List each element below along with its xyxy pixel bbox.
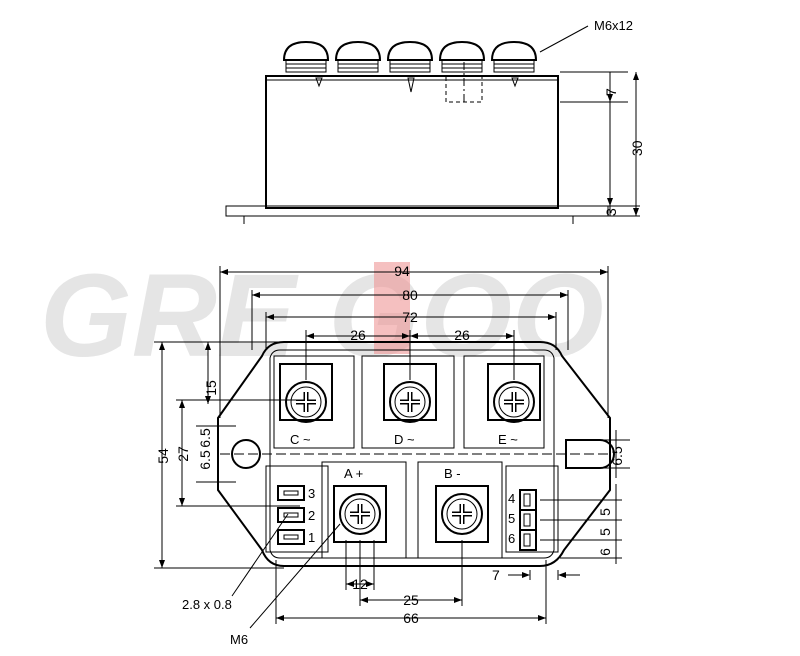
terminal-b-label: B - — [444, 466, 461, 481]
pin-6: 6 — [508, 531, 515, 546]
dim-26-right: 26 — [454, 327, 470, 343]
dim-66: 66 — [403, 610, 419, 626]
screw-label: M6x12 — [594, 18, 633, 33]
callout-thread: M6 — [230, 632, 248, 647]
dimensions: 94 80 72 26 26 54 — [154, 263, 630, 626]
side-view: M6x12 7 30 3 — [225, 18, 645, 224]
terminal-c — [279, 363, 333, 423]
top-view: C ~ D ~ E ~ A + B - 3 2 1 4 5 6 — [154, 263, 630, 647]
dim-6-5-right: 6.5 — [609, 446, 625, 466]
terminal-a — [333, 485, 387, 543]
dim-7: 7 — [492, 567, 500, 583]
dim-80: 80 — [402, 287, 418, 303]
watermark-left-text: GRE GOO — [40, 250, 604, 382]
watermark-accent — [374, 262, 410, 354]
dim-26-left: 26 — [350, 327, 366, 343]
dim-54: 54 — [155, 448, 171, 464]
pins-right: 4 5 6 — [508, 489, 537, 551]
callout-pin-size: 2.8 x 0.8 — [182, 597, 232, 612]
terminal-b — [435, 485, 489, 543]
pin-2: 2 — [308, 508, 315, 523]
module-outline — [217, 341, 611, 567]
terminal-d — [383, 363, 437, 423]
side-screws — [282, 40, 538, 73]
pins-left: 3 2 1 — [277, 485, 315, 545]
mount-hole-left — [231, 439, 261, 469]
dim-6-5-upper: 6.5 — [197, 428, 213, 448]
dim-6: 6 — [597, 548, 613, 556]
dim-side-30: 30 — [629, 140, 645, 156]
dim-72: 72 — [402, 309, 418, 325]
terminal-e-label: E ~ — [498, 432, 518, 447]
terminal-d-label: D ~ — [394, 432, 415, 447]
terminal-a-label: A + — [344, 466, 363, 481]
dim-side-7: 7 — [603, 88, 619, 96]
pin-1: 1 — [308, 530, 315, 545]
dim-5-a: 5 — [597, 508, 613, 516]
pin-4: 4 — [508, 491, 515, 506]
dim-side-3: 3 — [603, 208, 619, 216]
dim-25: 25 — [403, 592, 419, 608]
dim-27: 27 — [175, 446, 191, 462]
dim-94: 94 — [394, 263, 410, 279]
dim-15: 15 — [203, 380, 219, 396]
dim-6-5-lower: 6.5 — [197, 450, 213, 470]
dim-5-b: 5 — [597, 528, 613, 536]
watermark: GRE GOO — [40, 250, 604, 382]
side-flange — [225, 205, 609, 217]
pin-3: 3 — [308, 486, 315, 501]
pin-5: 5 — [508, 511, 515, 526]
terminal-c-label: C ~ — [290, 432, 311, 447]
side-body — [265, 75, 559, 209]
